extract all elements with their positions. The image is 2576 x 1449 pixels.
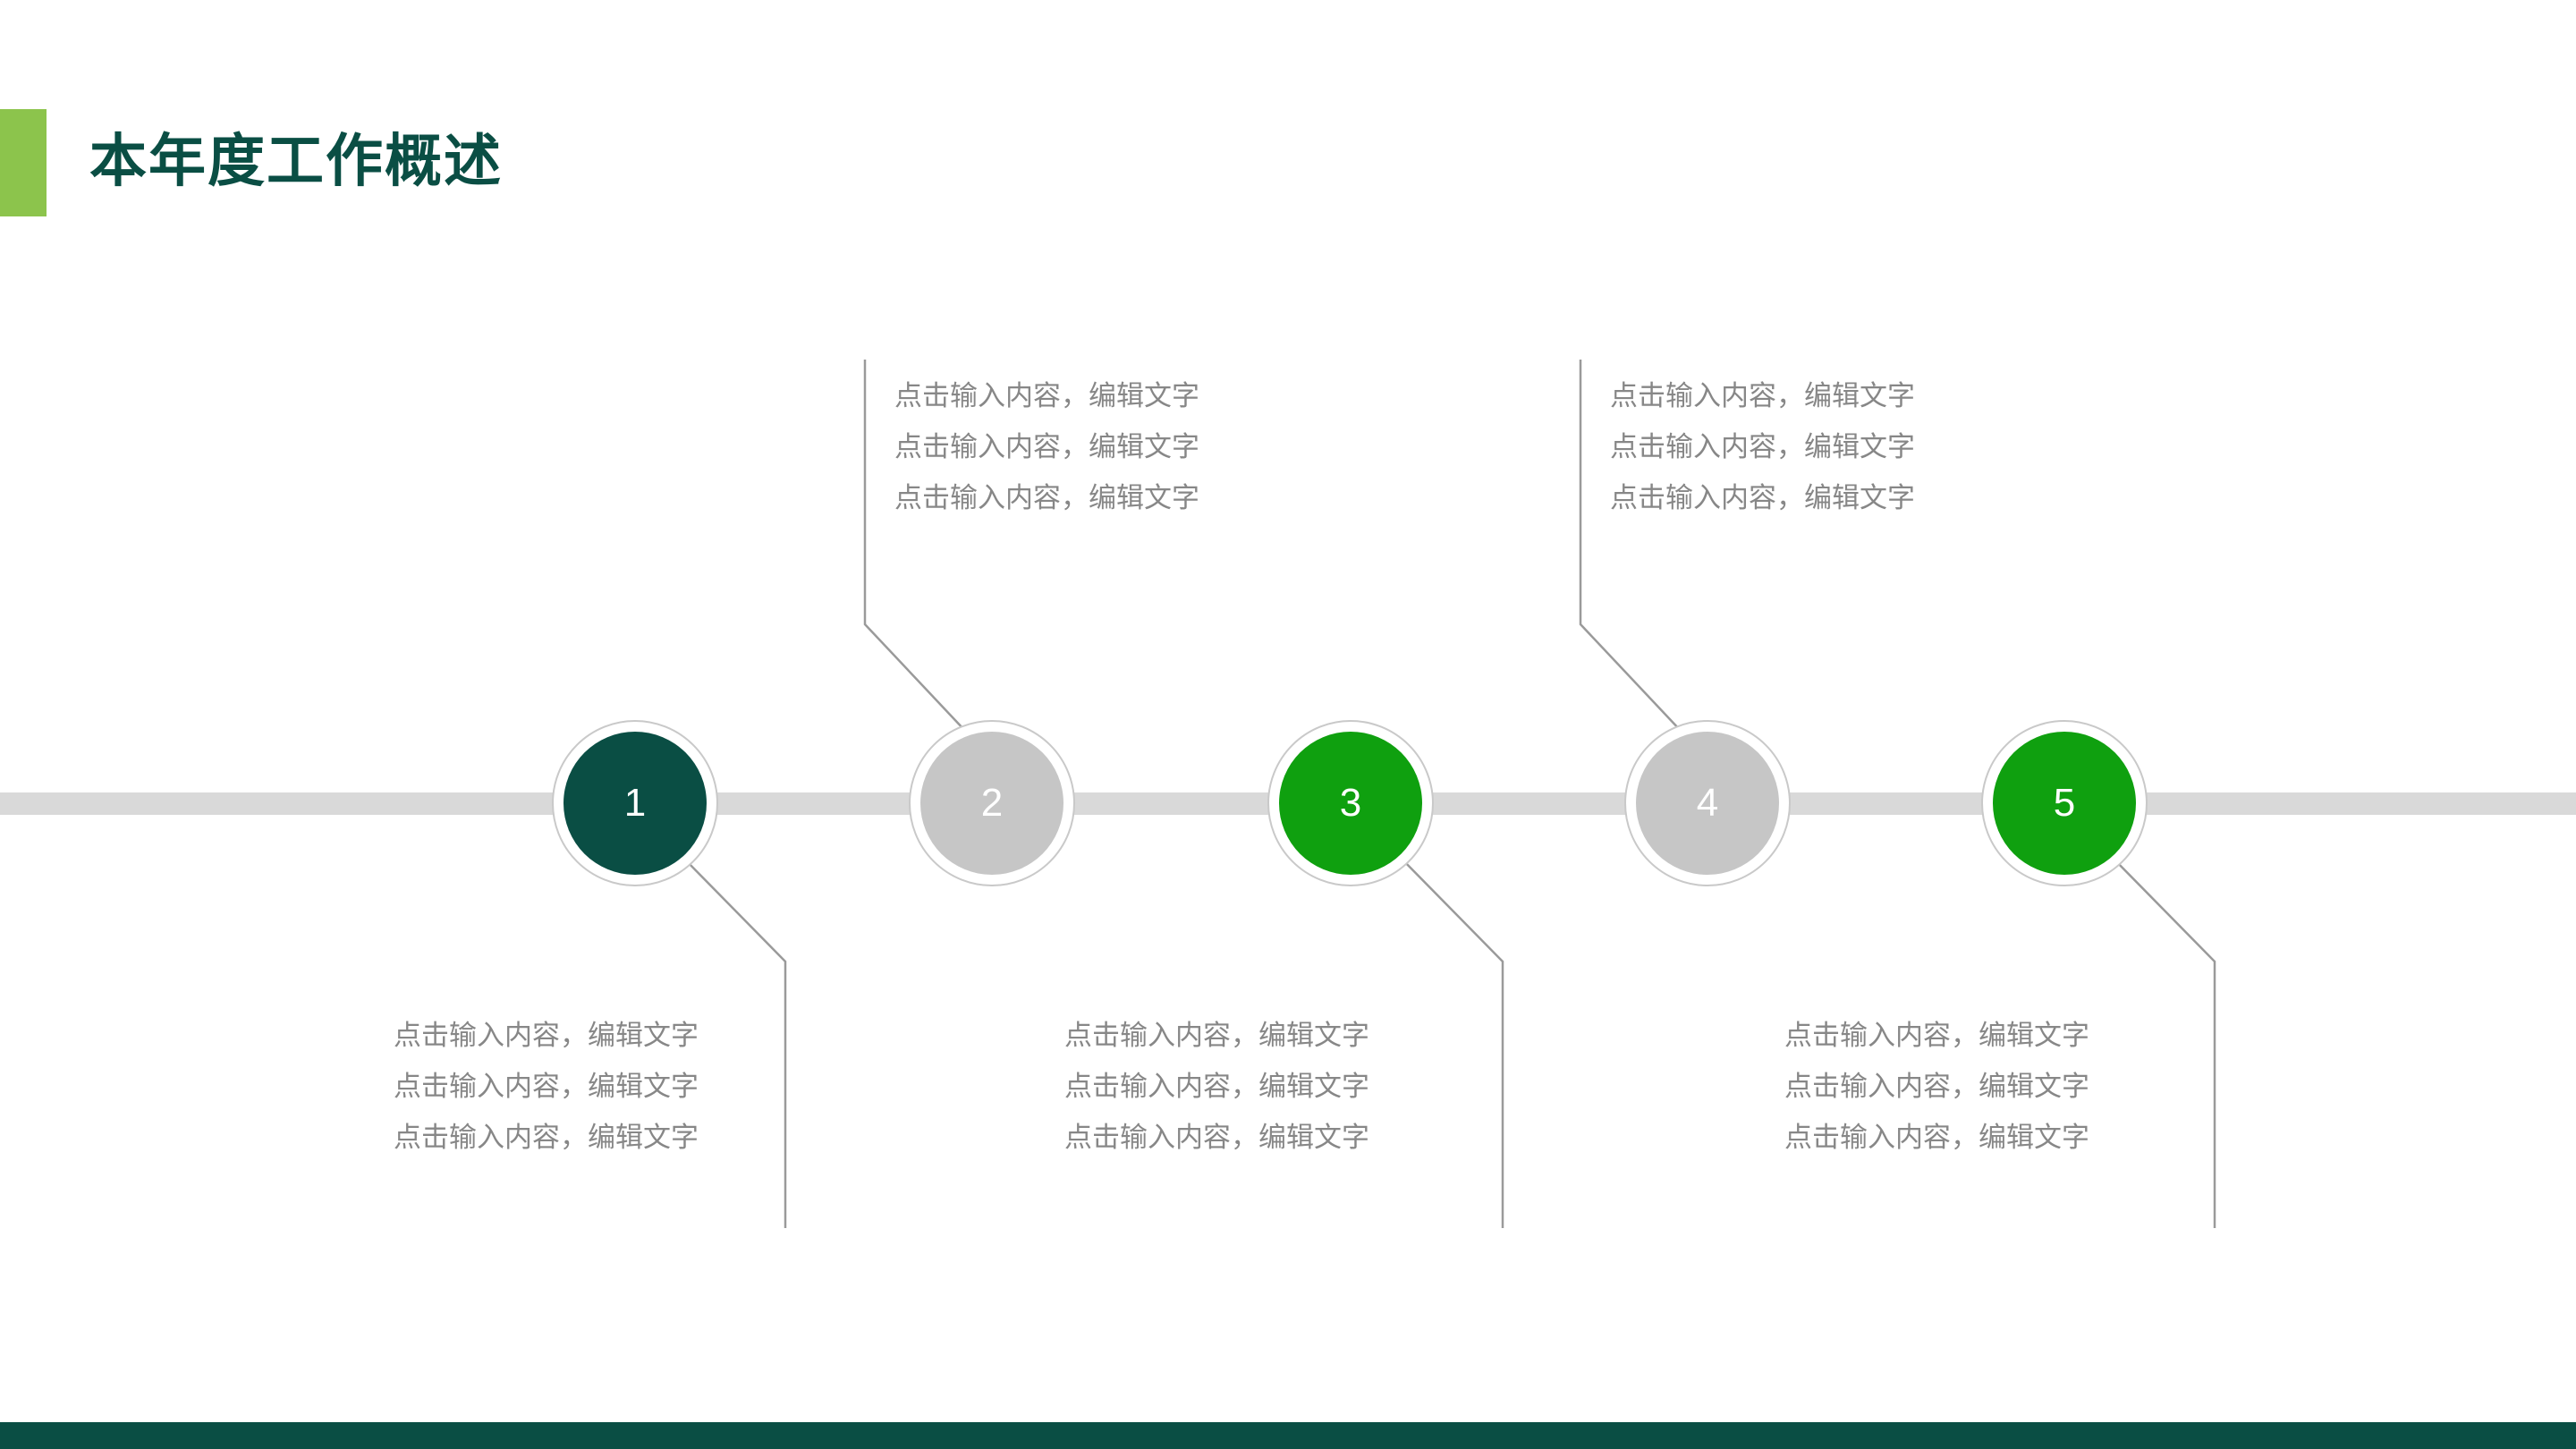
connector-line-node-4 xyxy=(1579,360,1682,733)
content-line: 点击输入内容，编辑文字 xyxy=(1610,431,1915,463)
content-block-3[interactable]: 点击输入内容，编辑文字 点击输入内容，编辑文字 点击输入内容，编辑文字 xyxy=(1064,1011,1369,1164)
content-line: 点击输入内容，编辑文字 xyxy=(1064,1020,1369,1052)
node-disc-5: 5 xyxy=(1993,732,2136,875)
content-block-2[interactable]: 点击输入内容，编辑文字 点击输入内容，编辑文字 点击输入内容，编辑文字 xyxy=(894,371,1199,524)
timeline-node-3[interactable]: 3 xyxy=(1267,720,1434,886)
content-line: 点击输入内容，编辑文字 xyxy=(394,1020,699,1052)
timeline-node-4[interactable]: 4 xyxy=(1624,720,1791,886)
title-accent-bar xyxy=(0,109,47,216)
content-line: 点击输入内容，编辑文字 xyxy=(394,1122,699,1154)
content-line: 点击输入内容，编辑文字 xyxy=(1610,482,1915,514)
timeline-node-1[interactable]: 1 xyxy=(552,720,718,886)
connector-line-node-3 xyxy=(1398,855,1504,1228)
node-number-2: 2 xyxy=(980,781,1004,825)
content-line: 点击输入内容，编辑文字 xyxy=(394,1071,699,1103)
content-line: 点击输入内容，编辑文字 xyxy=(1784,1020,2089,1052)
node-number-4: 4 xyxy=(1696,781,1719,825)
timeline-node-5[interactable]: 5 xyxy=(1981,720,2148,886)
connector-line-node-1 xyxy=(681,855,787,1228)
node-number-3: 3 xyxy=(1339,781,1362,825)
timeline-node-2[interactable]: 2 xyxy=(909,720,1075,886)
page-title: 本年度工作概述 xyxy=(89,129,503,193)
content-line: 点击输入内容，编辑文字 xyxy=(894,380,1199,412)
node-disc-4: 4 xyxy=(1636,732,1779,875)
node-number-1: 1 xyxy=(623,781,647,825)
node-disc-1: 1 xyxy=(564,732,707,875)
node-number-5: 5 xyxy=(2053,781,2076,825)
connector-line-node-2 xyxy=(863,360,967,733)
footer-bar xyxy=(0,1422,2576,1449)
node-disc-3: 3 xyxy=(1279,732,1422,875)
content-block-4[interactable]: 点击输入内容，编辑文字 点击输入内容，编辑文字 点击输入内容，编辑文字 xyxy=(1610,371,1915,524)
content-line: 点击输入内容，编辑文字 xyxy=(1610,380,1915,412)
content-line: 点击输入内容，编辑文字 xyxy=(894,431,1199,463)
connector-line-node-5 xyxy=(2110,855,2216,1228)
content-line: 点击输入内容，编辑文字 xyxy=(1064,1122,1369,1154)
content-line: 点击输入内容，编辑文字 xyxy=(894,482,1199,514)
content-block-1[interactable]: 点击输入内容，编辑文字 点击输入内容，编辑文字 点击输入内容，编辑文字 xyxy=(394,1011,699,1164)
content-line: 点击输入内容，编辑文字 xyxy=(1064,1071,1369,1103)
node-disc-2: 2 xyxy=(920,732,1063,875)
content-line: 点击输入内容，编辑文字 xyxy=(1784,1122,2089,1154)
content-line: 点击输入内容，编辑文字 xyxy=(1784,1071,2089,1103)
content-block-5[interactable]: 点击输入内容，编辑文字 点击输入内容，编辑文字 点击输入内容，编辑文字 xyxy=(1784,1011,2089,1164)
